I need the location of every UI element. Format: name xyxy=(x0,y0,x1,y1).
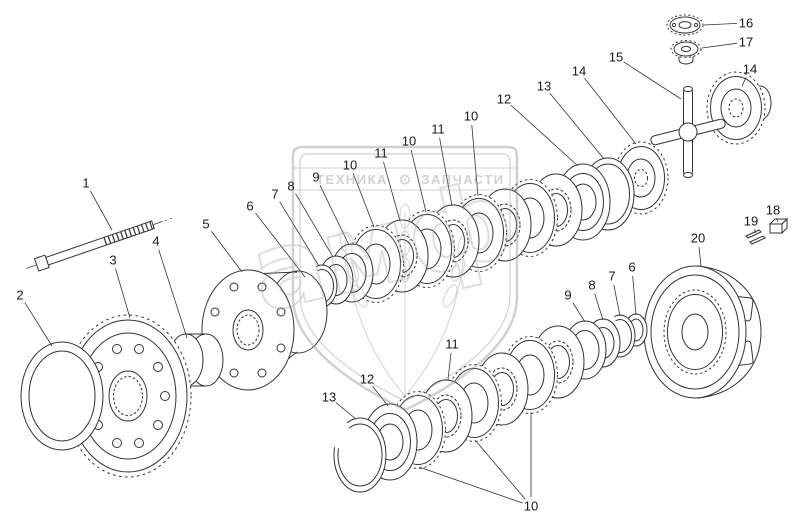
part-16-thrust-washer xyxy=(666,14,704,36)
part-1-bolt xyxy=(26,217,172,272)
leader-lines xyxy=(24,23,779,504)
watermark-diagonal-text: амф xyxy=(240,157,524,336)
part-5-housing xyxy=(201,269,328,391)
part-18-lock-block xyxy=(768,217,789,235)
watermark-band-right: ЗАПЧАСТИ xyxy=(421,172,504,187)
part-15-spider-cross xyxy=(650,86,726,178)
part-13-snap-ring-lower xyxy=(333,417,387,493)
part-2-gasket xyxy=(20,341,104,451)
watermark-band-left: ТЕХНИКА xyxy=(316,172,388,187)
part-3-bevel-ring-gear xyxy=(64,314,192,478)
part-20-clutch-cup xyxy=(643,265,762,399)
gear-icon: ⚙ xyxy=(398,172,411,189)
part-14-side-gear-right xyxy=(706,71,772,145)
part-19-shim-plates xyxy=(745,229,766,245)
part-17-pinion-gear xyxy=(670,40,702,65)
watermark-wheat xyxy=(339,203,471,398)
